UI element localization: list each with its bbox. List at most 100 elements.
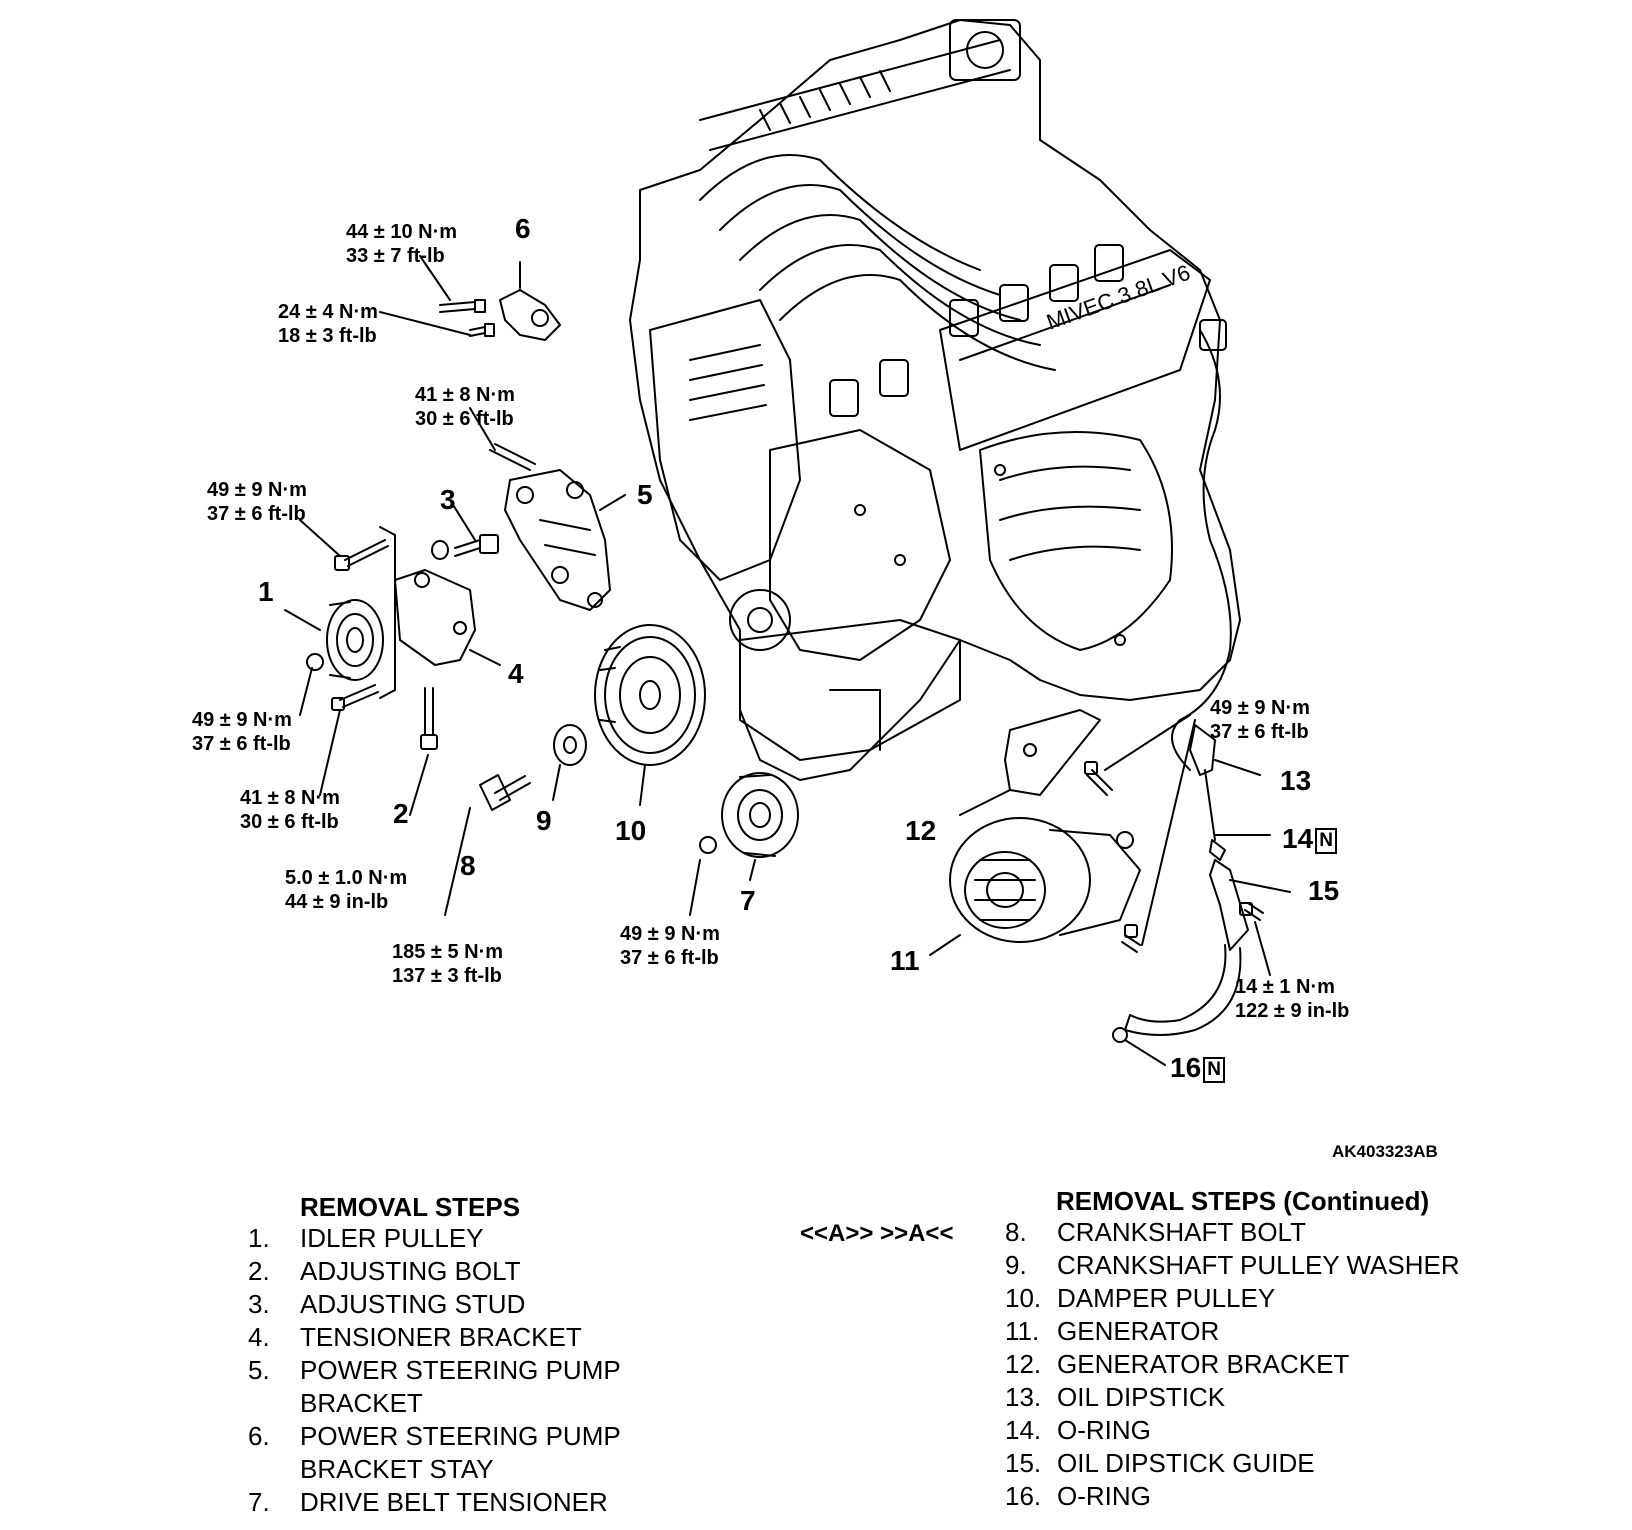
new-part-mark: N bbox=[1315, 828, 1338, 854]
torque-spec-drive-belt-tensioner: 49 ± 9 N·m 37 ± 6 ft-lb bbox=[620, 922, 720, 970]
callout-3: 3 bbox=[440, 484, 456, 515]
callout-13: 13 bbox=[1280, 765, 1312, 796]
callout-8: 8 bbox=[460, 850, 476, 881]
removal-step-text: O-RING bbox=[1057, 1481, 1151, 1511]
torque-spec-idler-nut: 49 ± 9 N·m 37 ± 6 ft-lb bbox=[192, 708, 292, 756]
removal-step-number: 8. bbox=[1005, 1217, 1027, 1247]
callout-1: 1 bbox=[258, 576, 274, 607]
torque-nm: 185 ± 5 N·m bbox=[392, 941, 504, 963]
removal-step-text: CRANKSHAFT BOLT bbox=[1057, 1217, 1306, 1247]
removal-step: 12. GENERATOR BRACKET bbox=[1005, 1348, 1460, 1381]
torque-imperial: 37 ± 6 ft-lb bbox=[207, 503, 306, 525]
removal-step-text: OIL DIPSTICK bbox=[1057, 1382, 1226, 1412]
torque-imperial: 30 ± 6 ft-lb bbox=[240, 811, 339, 833]
engine-assembly: MIVEC 3.8L V6 bbox=[629, 19, 1241, 781]
callout-9: 9 bbox=[536, 805, 552, 836]
torque-spec-tensioner-bolt: 41 ± 8 N·m 30 ± 6 ft-lb bbox=[240, 786, 340, 834]
removal-step-number: 7. bbox=[248, 1487, 270, 1517]
callout-10: 10 bbox=[615, 815, 647, 846]
callout-6: 6 bbox=[515, 213, 531, 244]
callout-12: 12 bbox=[905, 815, 937, 846]
removal-step: 16. O-RING bbox=[1005, 1480, 1460, 1513]
torque-spec-ps-stay-bolt: 44 ± 10 N·m 33 ± 7 ft-lb bbox=[346, 220, 457, 268]
removal-step: 10.DAMPER PULLEY bbox=[1005, 1282, 1460, 1315]
new-part-mark: N bbox=[1203, 1057, 1226, 1083]
removal-steps-title: REMOVAL STEPS bbox=[300, 1192, 521, 1222]
removal-step-text: POWER STEERING PUMP BRACKET bbox=[300, 1355, 621, 1418]
removal-step: 1.IDLER PULLEY bbox=[248, 1222, 621, 1255]
torque-spec-crankshaft-bolt: 185 ± 5 N·m 137 ± 3 ft-lb bbox=[392, 940, 503, 988]
crankshaft-pulley-washer-drawing bbox=[552, 724, 587, 801]
removal-step: 3. ADJUSTING STUD bbox=[248, 1288, 621, 1321]
torque-nm: 49 ± 9 N·m bbox=[207, 479, 307, 501]
torque-imperial: 37 ± 6 ft-lb bbox=[620, 947, 719, 969]
removal-step: 11. GENERATOR bbox=[1005, 1315, 1460, 1348]
figure-code: AK403323AB bbox=[1332, 1142, 1438, 1161]
removal-step-number: 2. bbox=[248, 1256, 270, 1286]
removal-step-number: 3. bbox=[248, 1289, 270, 1319]
drive-belt-tensioner-drawing bbox=[689, 772, 799, 916]
damper-pulley-drawing bbox=[594, 624, 706, 806]
removal-step-number: 16. bbox=[1005, 1481, 1042, 1511]
adjusting-bolt-drawing bbox=[409, 687, 438, 816]
removal-step: 14. O-RING bbox=[1005, 1414, 1460, 1447]
torque-imperial: 33 ± 7 ft-lb bbox=[346, 245, 445, 267]
torque-imperial: 30 ± 6 ft-lb bbox=[415, 408, 514, 430]
torque-spec-dipstick-guide: 14 ± 1 N·m 122 ± 9 in-lb bbox=[1235, 975, 1349, 1023]
removal-step-number: 6. bbox=[248, 1421, 270, 1451]
callout-16-number: 16 bbox=[1170, 1052, 1202, 1083]
removal-step-text: OIL DIPSTICK GUIDE bbox=[1057, 1448, 1315, 1478]
tensioner-bracket-drawing bbox=[379, 526, 501, 699]
removal-step-number: 14. bbox=[1005, 1415, 1042, 1445]
torque-nm: 41 ± 8 N·m bbox=[415, 384, 515, 406]
removal-step-text: IDLER PULLEY bbox=[300, 1223, 484, 1253]
removal-step-text: GENERATOR BRACKET bbox=[1057, 1349, 1350, 1379]
torque-spec-upper-left-bolt: 49 ± 9 N·m 37 ± 6 ft-lb bbox=[207, 478, 307, 526]
callout-7: 7 bbox=[740, 885, 756, 916]
torque-nm: 44 ± 10 N·m bbox=[346, 221, 458, 243]
removal-step-text: TENSIONER BRACKET bbox=[300, 1322, 582, 1352]
torque-imperial: 122 ± 9 in-lb bbox=[1235, 1000, 1350, 1022]
removal-step-text: DRIVE BELT TENSIONER bbox=[300, 1487, 608, 1517]
torque-nm: 49 ± 9 N·m bbox=[192, 709, 292, 731]
callout-2: 2 bbox=[393, 798, 409, 829]
torque-spec-generator: 49 ± 9 N·m 37 ± 6 ft-lb bbox=[1210, 696, 1310, 744]
torque-nm: 14 ± 1 N·m bbox=[1235, 976, 1335, 998]
ps-pump-bracket-stay-drawing bbox=[379, 255, 561, 341]
removal-step: 13.OIL DIPSTICK bbox=[1005, 1381, 1460, 1414]
removal-step-number: 9. bbox=[1005, 1250, 1027, 1280]
removal-step: 7. DRIVE BELT TENSIONER bbox=[248, 1486, 621, 1519]
callout-14-number: 14 bbox=[1282, 823, 1314, 854]
torque-nm: 24 ± 4 N·m bbox=[278, 301, 378, 323]
torque-imperial: 37 ± 6 ft-lb bbox=[192, 733, 291, 755]
removal-step: 2. ADJUSTING BOLT bbox=[248, 1255, 621, 1288]
callout-15: 15 bbox=[1308, 875, 1340, 906]
torque-imperial: 18 ± 3 ft-lb bbox=[278, 325, 377, 347]
removal-step: 9. CRANKSHAFT PULLEY WASHER bbox=[1005, 1249, 1460, 1282]
removal-step-text: O-RING bbox=[1057, 1415, 1151, 1445]
oil-dipstick-assembly-drawing bbox=[1112, 724, 1291, 1066]
callout-11: 11 bbox=[890, 945, 920, 976]
removal-step-text: DAMPER PULLEY bbox=[1057, 1283, 1276, 1313]
removal-step-number: 11. bbox=[1005, 1316, 1040, 1346]
torque-nm: 5.0 ± 1.0 N·m bbox=[285, 867, 408, 889]
idler-nut-bolt-drawing bbox=[299, 653, 379, 796]
generator-bracket-drawing bbox=[959, 709, 1191, 816]
engine-exploded-diagram: MIVEC 3.8L V6 bbox=[284, 19, 1291, 1066]
crankshaft-bolt-drawing bbox=[444, 774, 531, 916]
removal-steps-list-right: 8. CRANKSHAFT BOLT 9. CRANKSHAFT PULLEY WAS… bbox=[1005, 1216, 1460, 1513]
removal-steps-continued-title: REMOVAL STEPS (Continued) bbox=[1056, 1186, 1430, 1216]
torque-nm: 49 ± 9 N·m bbox=[620, 923, 720, 945]
removal-step-text: ADJUSTING STUD bbox=[300, 1289, 526, 1319]
ps-pump-bracket-drawing bbox=[469, 407, 626, 611]
removal-step-text: CRANKSHAFT PULLEY WASHER bbox=[1057, 1250, 1460, 1280]
removal-step: 5.POWER STEERING PUMP BRACKET bbox=[248, 1354, 621, 1420]
upper-left-bolt-drawing bbox=[299, 519, 389, 571]
removal-step-text: ADJUSTING BOLT bbox=[300, 1256, 521, 1286]
removal-step-text: GENERATOR bbox=[1057, 1316, 1220, 1346]
removal-step-text: POWER STEERING PUMP BRACKET STAY bbox=[300, 1421, 621, 1484]
removal-step-number: 12. bbox=[1005, 1349, 1042, 1379]
